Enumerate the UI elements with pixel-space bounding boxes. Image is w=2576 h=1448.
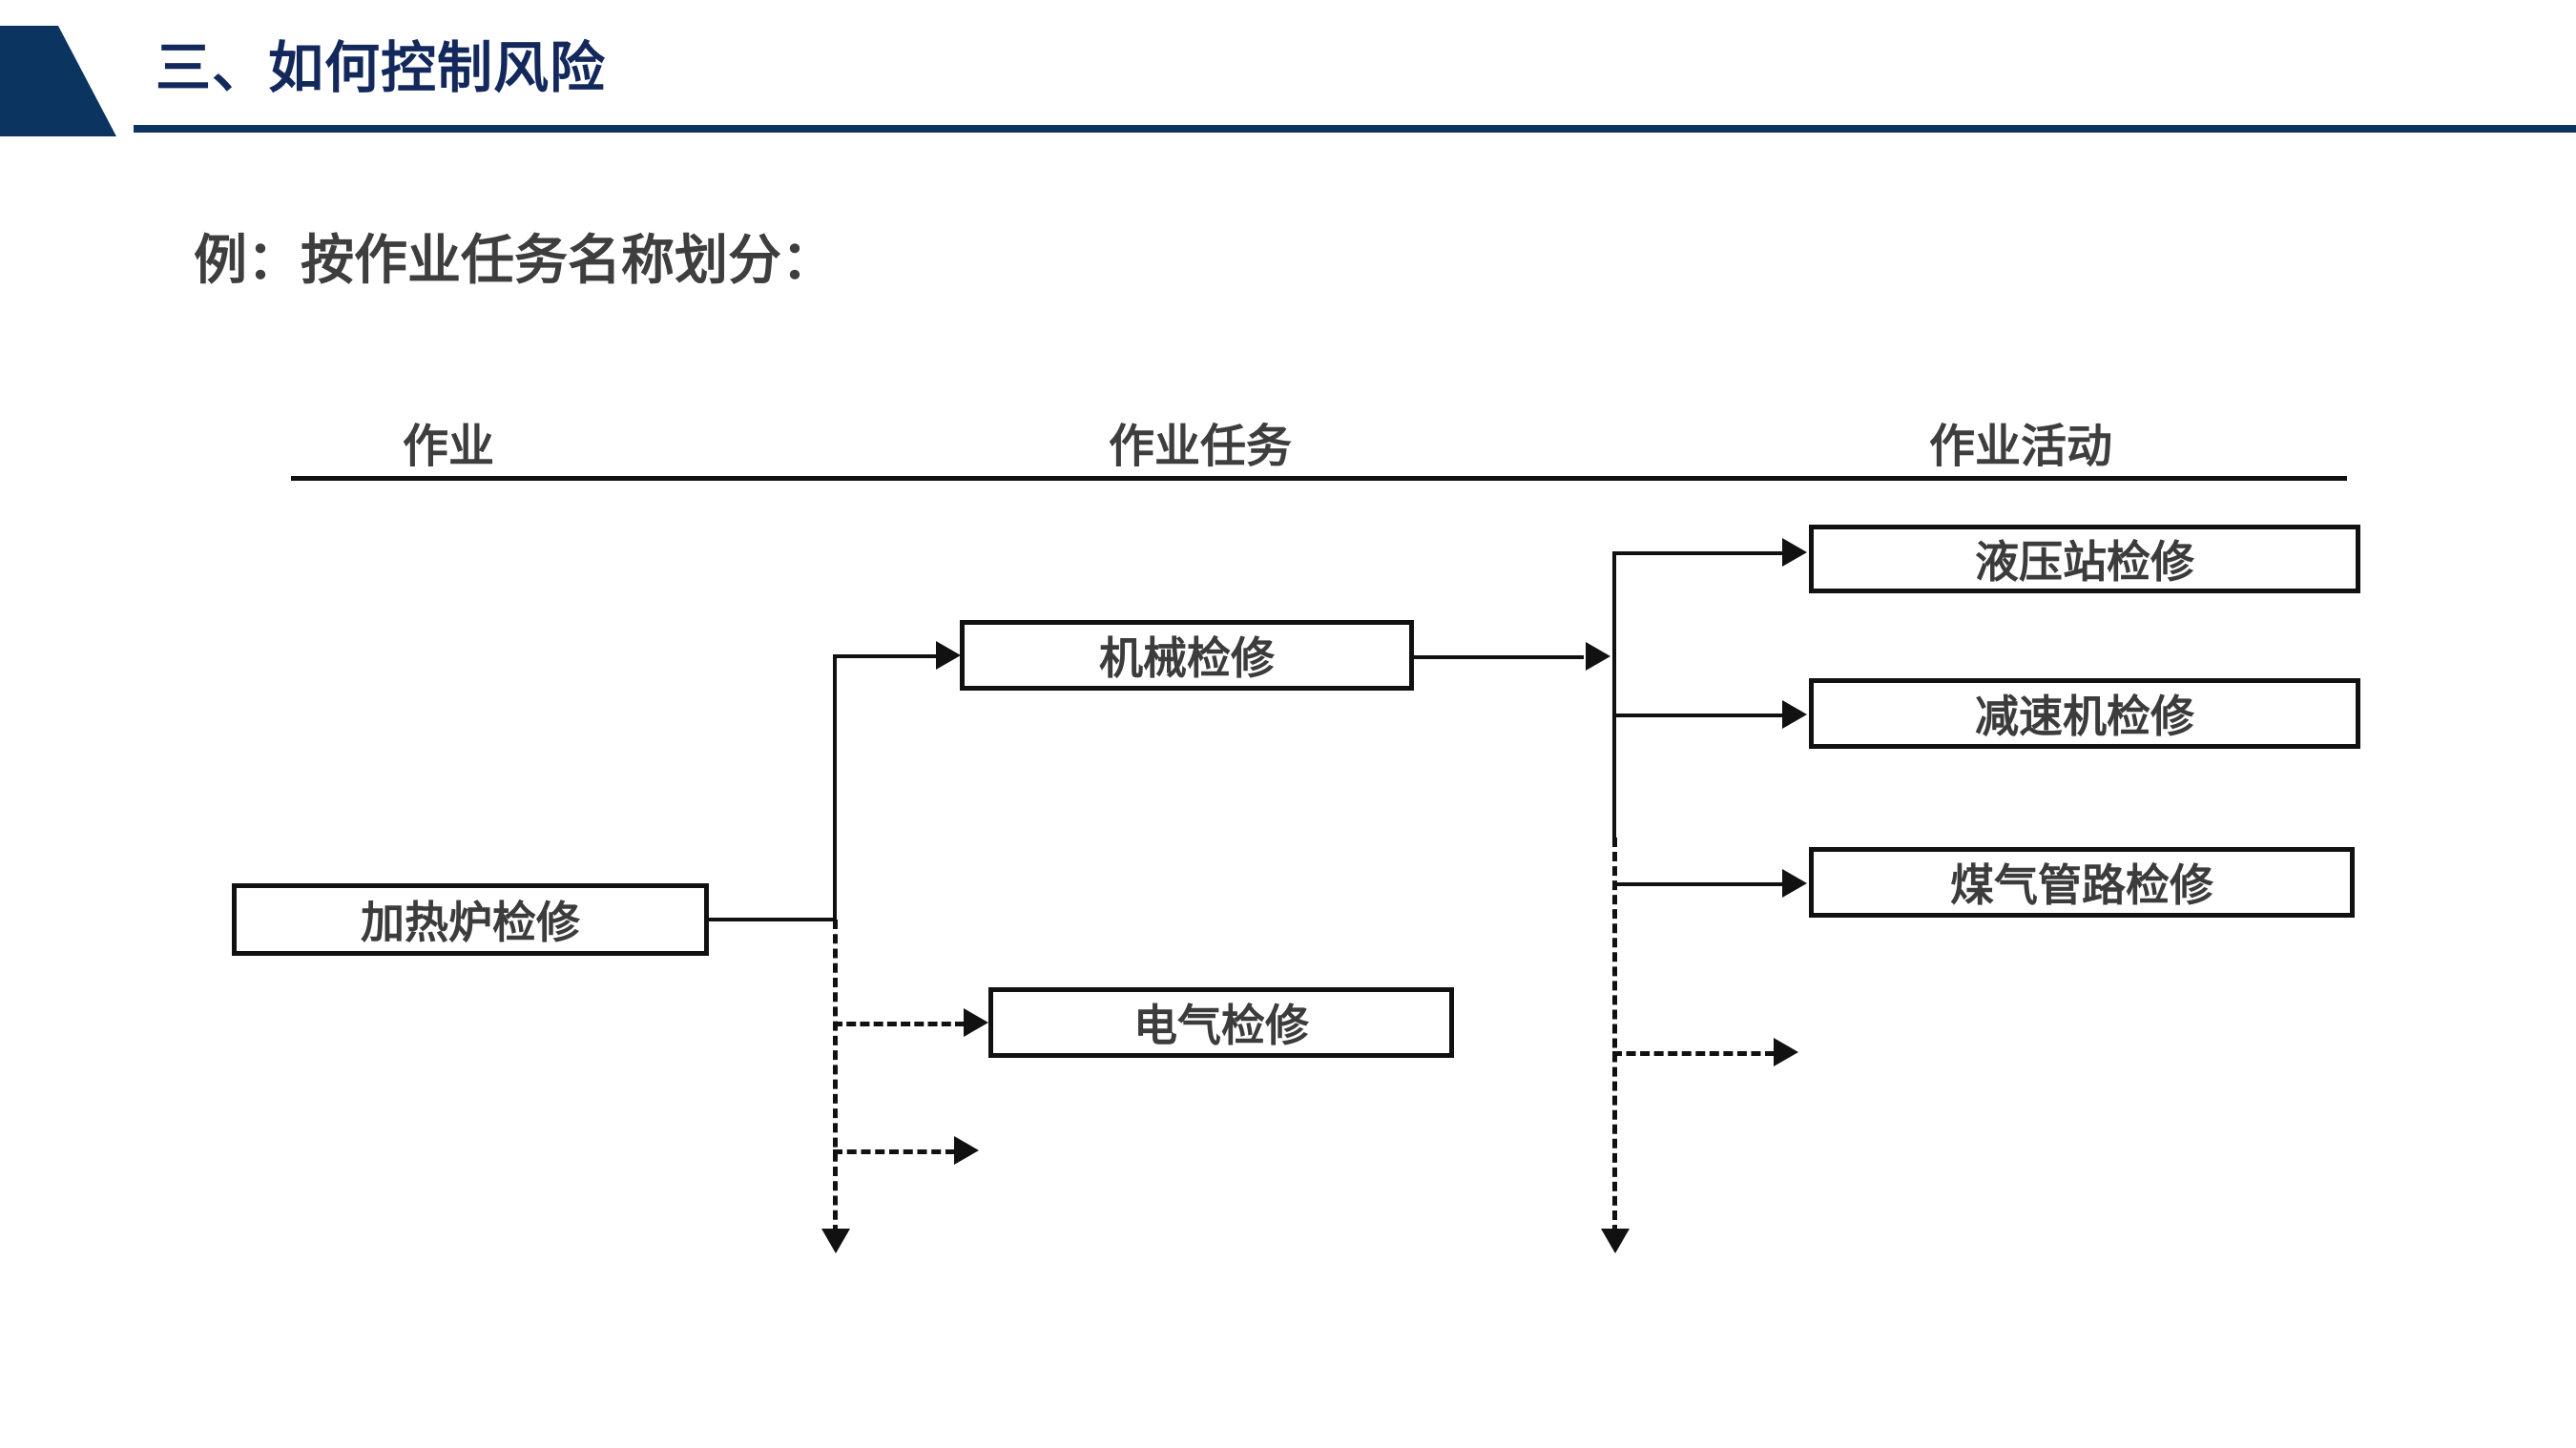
trunk-activity-down-arrowhead bbox=[1601, 1229, 1630, 1253]
column-header-divider bbox=[291, 476, 2347, 481]
node-mechanical-overhaul[interactable]: 机械检修 bbox=[960, 620, 1414, 691]
section-subtitle: 例：按作业任务名称划分： bbox=[194, 230, 835, 292]
arrowhead-electrical bbox=[964, 1008, 988, 1037]
node-electrical-overhaul[interactable]: 电气检修 bbox=[988, 987, 1454, 1058]
connector-heating-to-trunk bbox=[708, 918, 837, 921]
trunk-line-activity-dashed bbox=[1612, 838, 1617, 1234]
connector-trunk-activity-spare bbox=[1612, 1051, 1775, 1056]
slide-header: 三、如何控制风险 bbox=[0, 0, 2576, 153]
connector-trunk-to-electrical bbox=[833, 1022, 965, 1026]
connector-trunk-to-mechanical bbox=[833, 654, 938, 658]
arrowhead-mechanical bbox=[936, 641, 961, 670]
connector-trunk-task-spare bbox=[833, 1149, 955, 1154]
arrowhead-activity-spare bbox=[1774, 1038, 1798, 1066]
connector-trunk-to-gas bbox=[1612, 882, 1784, 886]
arrowhead-activity-trunk bbox=[1586, 642, 1610, 671]
arrowhead-hydraulic bbox=[1782, 538, 1807, 567]
node-reducer-overhaul[interactable]: 减速机检修 bbox=[1809, 678, 2360, 749]
node-hydraulic-station-overhaul[interactable]: 液压站检修 bbox=[1809, 525, 2360, 593]
trunk-task-down-arrowhead bbox=[821, 1229, 850, 1253]
connector-trunk-to-reducer bbox=[1612, 714, 1784, 717]
trunk-line-task-solid bbox=[833, 654, 837, 920]
trunk-line-task-dashed bbox=[833, 920, 838, 1234]
arrowhead-reducer bbox=[1782, 700, 1807, 729]
arrowhead-gas bbox=[1782, 869, 1807, 898]
trunk-line-activity-solid bbox=[1612, 551, 1616, 839]
node-heating-furnace-overhaul[interactable]: 加热炉检修 bbox=[232, 883, 709, 956]
header-underline bbox=[134, 125, 2576, 133]
node-gas-pipeline-overhaul[interactable]: 煤气管路检修 bbox=[1809, 847, 2355, 918]
column-header-operation-task: 作业任务 bbox=[1108, 420, 1293, 473]
column-header-operation-activity: 作业活动 bbox=[1928, 420, 2113, 473]
column-header-operation: 作业 bbox=[402, 420, 495, 473]
header-wedge-shape bbox=[0, 26, 116, 136]
arrowhead-task-spare bbox=[954, 1136, 979, 1165]
page-title: 三、如何控制风险 bbox=[156, 35, 607, 100]
connector-trunk-to-hydraulic bbox=[1612, 551, 1784, 555]
connector-mechanical-to-trunk bbox=[1414, 655, 1584, 659]
